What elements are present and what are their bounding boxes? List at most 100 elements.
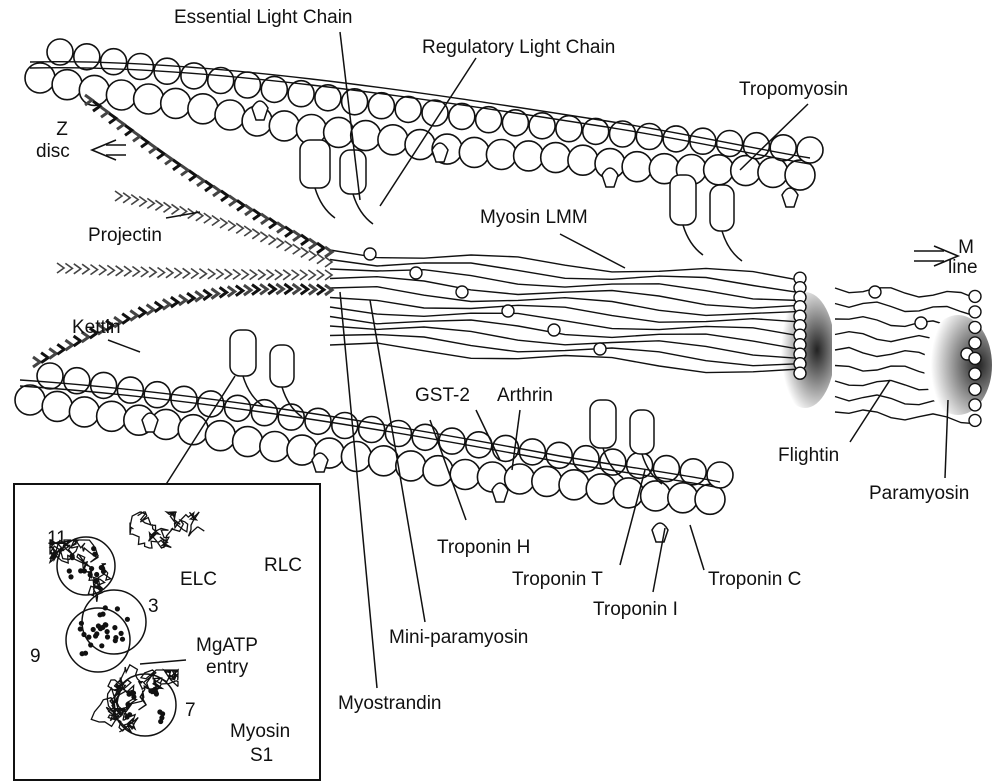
chain-segment bbox=[107, 265, 114, 275]
chain-segment bbox=[203, 290, 210, 300]
inset-label-myosin: Myosin bbox=[230, 722, 290, 743]
rod-end bbox=[969, 383, 981, 395]
residue-dot bbox=[154, 691, 159, 696]
rod-end bbox=[969, 368, 981, 380]
chain-segment bbox=[285, 241, 292, 251]
chain-segment bbox=[258, 270, 265, 280]
residue-dot bbox=[105, 629, 110, 634]
chain-segment bbox=[149, 143, 156, 153]
inset-site-9: 9 bbox=[30, 646, 41, 668]
rod-end bbox=[969, 337, 981, 349]
chain-segment bbox=[183, 268, 190, 278]
residue-dot bbox=[153, 687, 158, 692]
inset-label-mgatp-line2: entry bbox=[206, 658, 248, 679]
label-projectin: Projectin bbox=[88, 226, 162, 247]
chain-segment bbox=[131, 195, 138, 205]
chain-segment bbox=[49, 349, 56, 359]
residue-dot bbox=[157, 709, 162, 714]
residue-dot bbox=[99, 565, 104, 570]
actin-bead bbox=[171, 386, 197, 412]
chain-segment bbox=[225, 269, 232, 279]
chain-segment bbox=[147, 198, 154, 208]
myosin-head bbox=[590, 400, 616, 448]
chain-segment bbox=[253, 210, 260, 220]
rod-end bbox=[794, 367, 806, 379]
actin-bead bbox=[758, 157, 788, 187]
chain-segment bbox=[122, 314, 129, 324]
chain-segment bbox=[166, 268, 173, 278]
chain-segment bbox=[211, 289, 218, 299]
actin-bead bbox=[541, 143, 571, 173]
actin-bead bbox=[704, 155, 734, 185]
chain-segment bbox=[245, 205, 252, 215]
actin-bead bbox=[680, 459, 706, 485]
chain-segment bbox=[261, 214, 268, 224]
actin-bead bbox=[52, 70, 82, 100]
chain-segment bbox=[285, 227, 292, 237]
actin-bead bbox=[622, 152, 652, 182]
residue-dot bbox=[70, 555, 75, 560]
chain-segment bbox=[179, 295, 186, 305]
actin-bead bbox=[106, 80, 136, 110]
actin-bead bbox=[785, 160, 815, 190]
chain-segment bbox=[173, 160, 180, 170]
inset-site-11: 11 bbox=[47, 528, 67, 550]
label-m-line-line2: line bbox=[948, 258, 978, 279]
chain-segment bbox=[292, 270, 299, 280]
rod-cap bbox=[915, 317, 927, 329]
chain-segment bbox=[301, 235, 308, 245]
chain-segment bbox=[189, 171, 196, 181]
actin-bead bbox=[208, 68, 234, 94]
residue-dot bbox=[68, 574, 73, 579]
rod-cap bbox=[410, 267, 422, 279]
actin-bead bbox=[449, 103, 475, 129]
chain-segment bbox=[164, 202, 171, 212]
actin-bead bbox=[532, 466, 562, 496]
actin-bead bbox=[235, 72, 261, 98]
troponin-knob bbox=[602, 168, 618, 187]
chain-segment bbox=[91, 265, 98, 275]
chain-segment bbox=[74, 264, 81, 274]
chain-segment bbox=[221, 191, 228, 201]
actin-bead bbox=[797, 137, 823, 163]
chain-segment bbox=[65, 263, 72, 273]
rod-end bbox=[969, 352, 981, 364]
chain-segment bbox=[174, 268, 181, 278]
rod-cap bbox=[364, 248, 376, 260]
thin-filament-upper bbox=[25, 39, 823, 190]
actin-bead bbox=[269, 111, 299, 141]
chain-segment bbox=[208, 269, 215, 279]
chain-segment bbox=[293, 231, 300, 241]
actin-bead bbox=[127, 54, 153, 80]
rod-cap bbox=[594, 343, 606, 355]
troponin-knob bbox=[252, 101, 268, 120]
actin-bead bbox=[568, 145, 598, 175]
chain-segment bbox=[205, 181, 212, 191]
chain-segment bbox=[266, 270, 273, 280]
chain-segment bbox=[141, 267, 148, 277]
chain-segment bbox=[57, 344, 64, 354]
actin-bead bbox=[668, 483, 698, 513]
thick-filament-left bbox=[330, 248, 835, 408]
rod-end bbox=[969, 290, 981, 302]
chain-segment bbox=[212, 216, 219, 226]
residue-dot bbox=[92, 552, 97, 557]
chain-segment bbox=[141, 137, 148, 147]
label-paramyosin: Paramyosin bbox=[869, 484, 969, 505]
residue-dot bbox=[98, 626, 103, 631]
chain-segment bbox=[187, 293, 194, 303]
chain-segment bbox=[165, 154, 172, 164]
troponin-knob bbox=[312, 453, 328, 472]
chain-segment bbox=[155, 200, 162, 210]
troponin-knob bbox=[652, 523, 668, 542]
label-troponin-h: Troponin H bbox=[437, 538, 530, 559]
chain-segment bbox=[300, 270, 307, 280]
chain-segment bbox=[250, 270, 257, 280]
troponin-knob bbox=[432, 143, 448, 162]
chain-segment bbox=[244, 285, 251, 295]
actin-bead bbox=[97, 401, 127, 431]
chain-segment bbox=[277, 238, 284, 248]
actin-bead bbox=[134, 84, 164, 114]
residue-dot bbox=[67, 568, 72, 573]
chain-segment bbox=[229, 196, 236, 206]
